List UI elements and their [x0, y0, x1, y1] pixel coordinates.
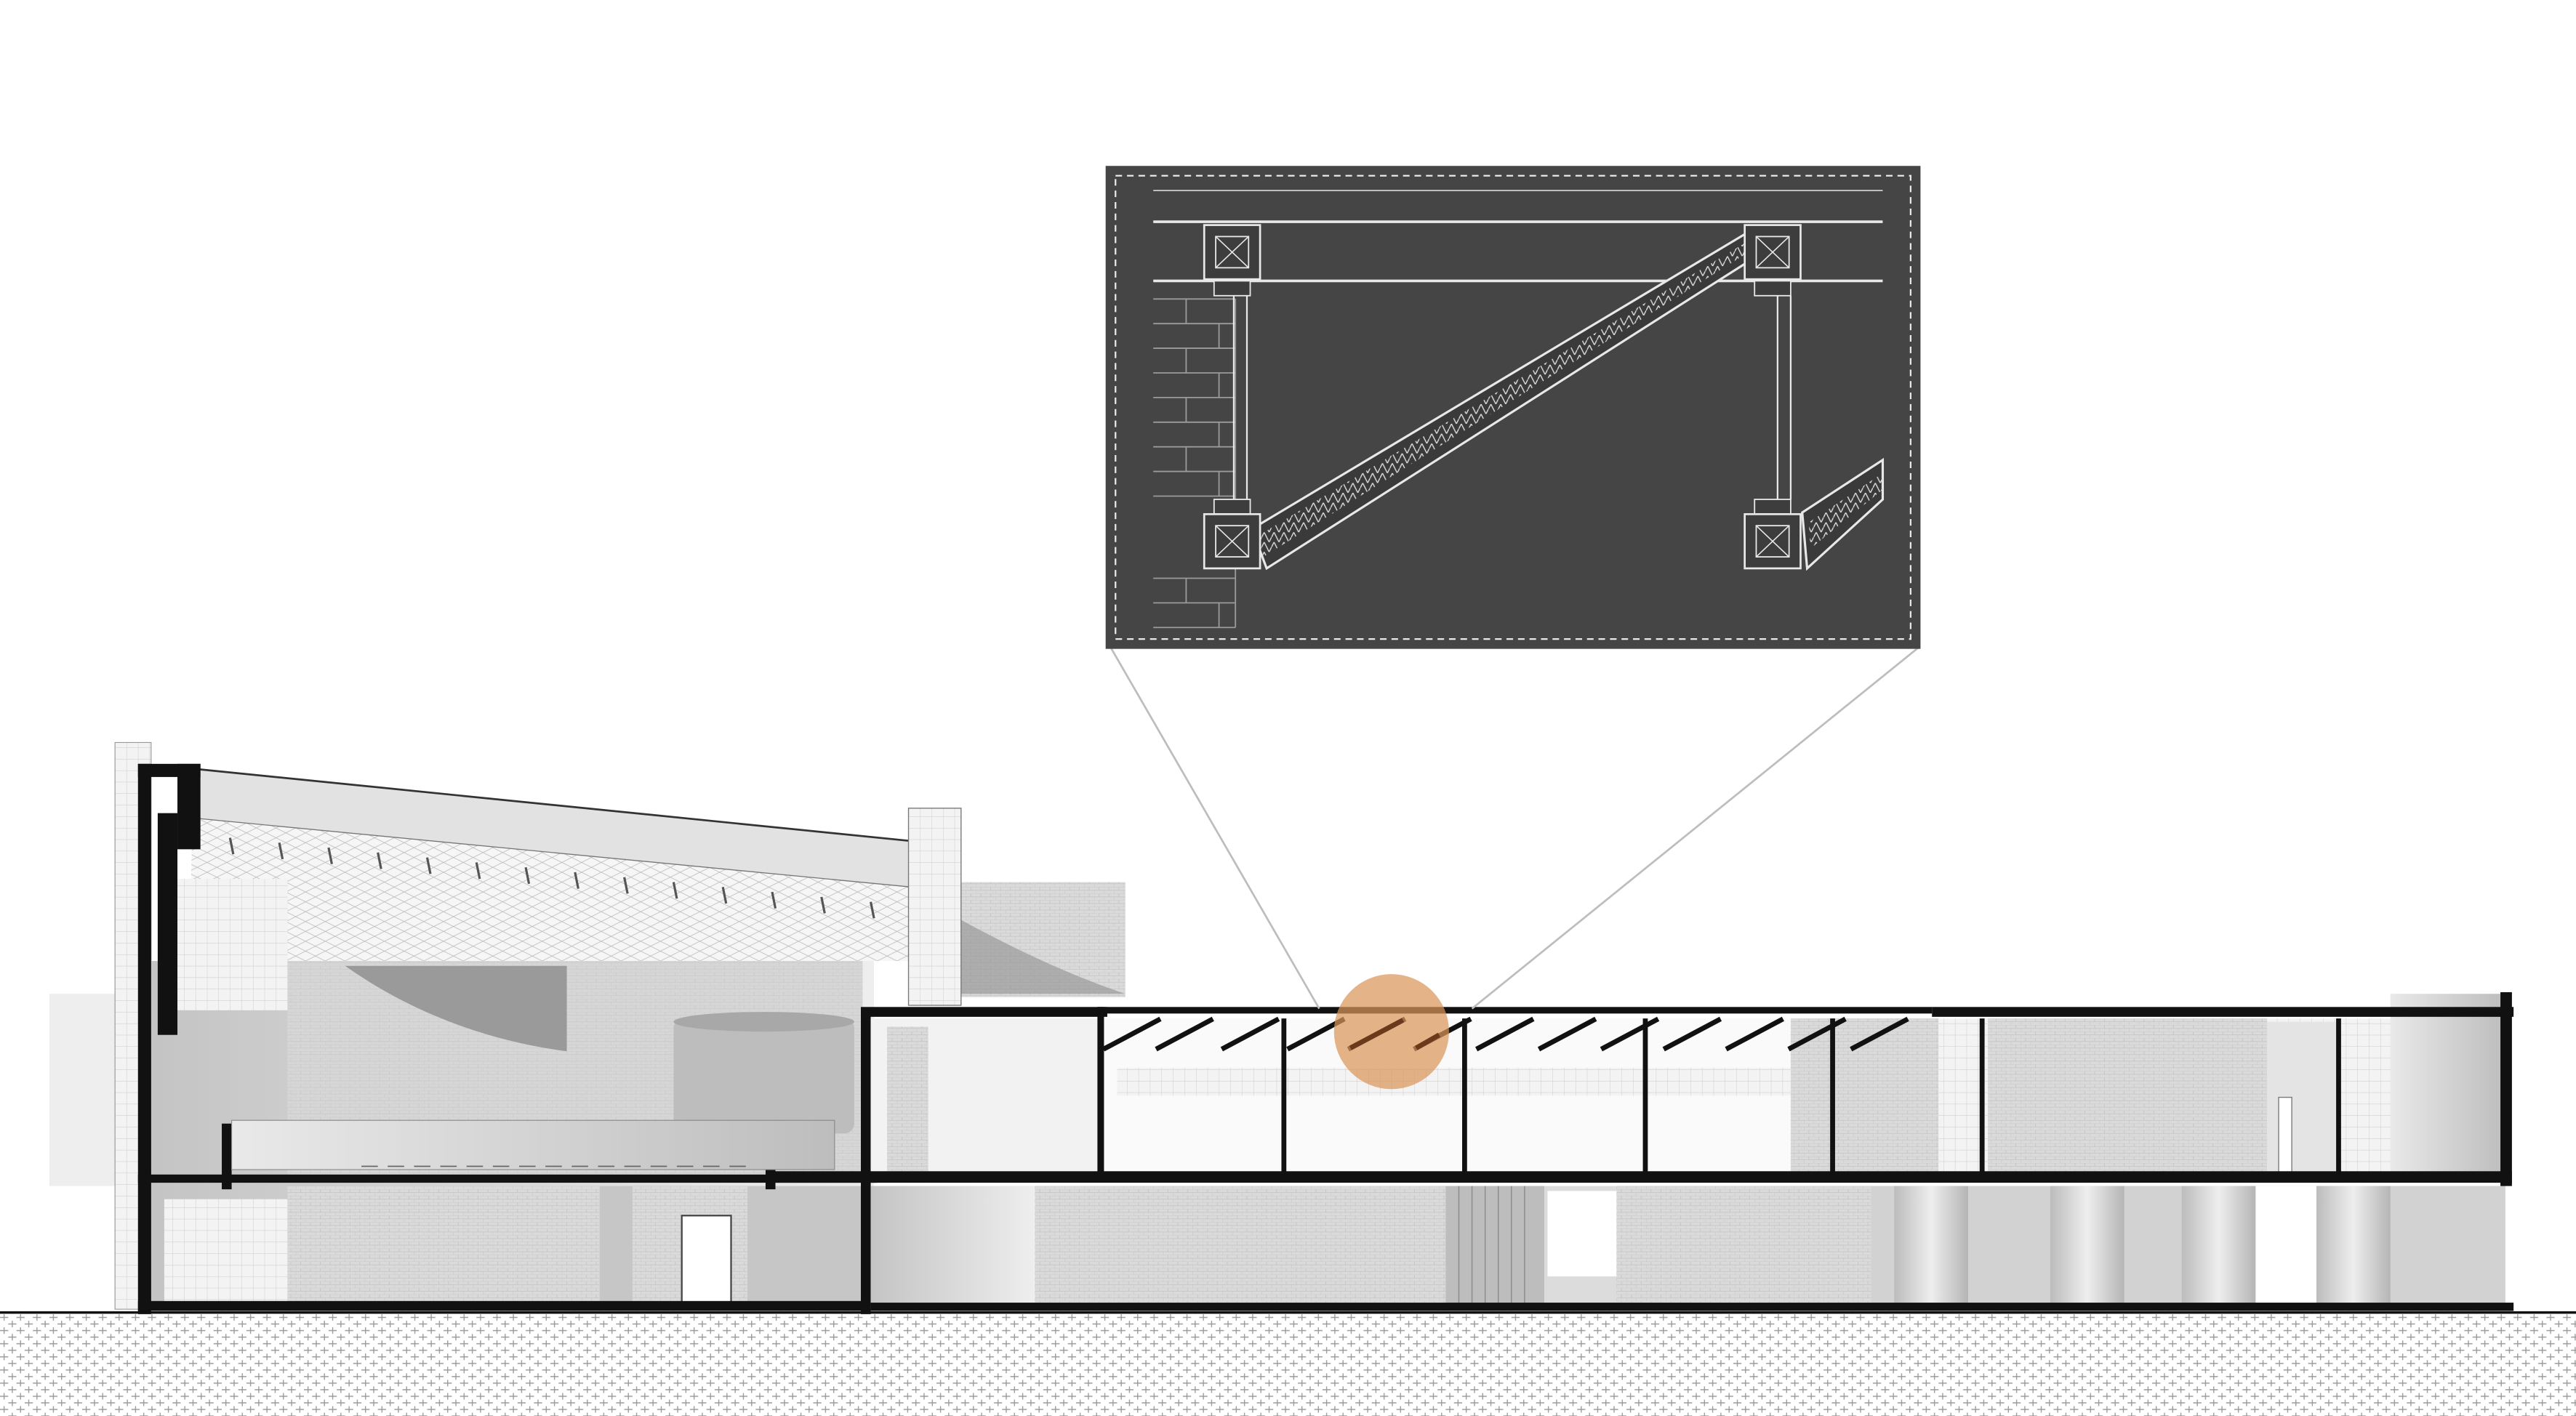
diagonal-beam-detail [1250, 231, 1885, 571]
highlight-circle [1333, 974, 1449, 1090]
detail-callout [1105, 166, 1921, 649]
canopy-roof [164, 768, 962, 1010]
left-building-section-cut [137, 763, 878, 1314]
left-building-massing [49, 741, 1126, 1310]
callout-leader-lines [1110, 646, 1920, 1010]
brick-wall-detail [1153, 298, 1237, 629]
timber-joist-sections [1203, 224, 1802, 570]
right-building-section-cut [771, 991, 2514, 1311]
right-building-massing [870, 994, 2505, 1306]
left-interior-balcony [231, 1119, 835, 1170]
ground-hatch [0, 1311, 2576, 1416]
